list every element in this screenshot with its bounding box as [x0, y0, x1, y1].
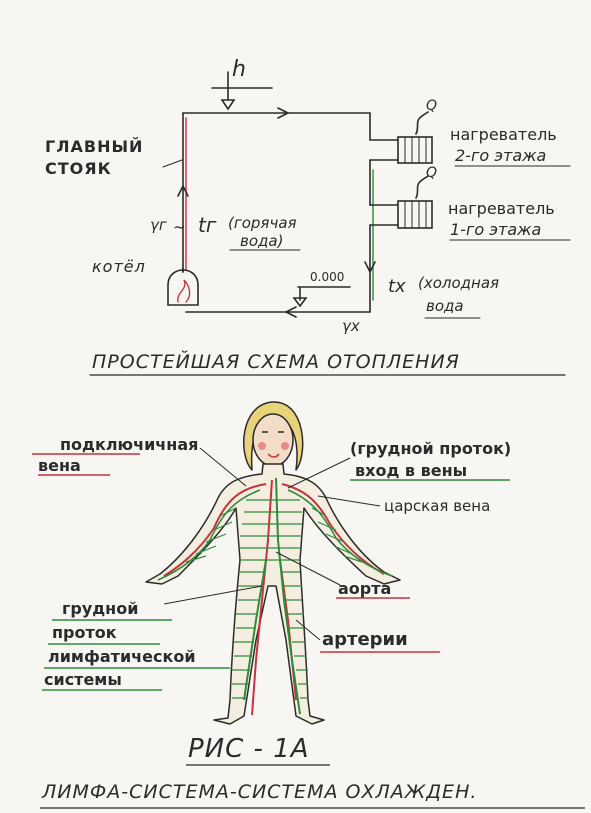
heater1-branch: [369, 204, 399, 226]
q-top-label: Q: [426, 98, 438, 114]
flow-arrow-down: [364, 261, 376, 274]
vein-arm-left: [163, 483, 267, 577]
figure-caption: ЛИМФА-СИСТЕМА-СИСТЕМА ОХЛАЖДЕН.: [42, 781, 478, 803]
boiler: [167, 269, 199, 306]
artery-main: [251, 479, 273, 716]
mouth: [267, 453, 280, 458]
heating-scheme: [89, 71, 571, 376]
heater2-radiator: [397, 136, 433, 164]
h-marker: [220, 99, 236, 111]
leader-lymph: [163, 585, 263, 605]
zero-level-label: 0.000: [310, 270, 345, 284]
leader-aorta: [275, 551, 341, 586]
lymph-leg-left: [243, 559, 267, 701]
hot-water-label-2: вода): [240, 232, 284, 250]
q-bottom-label: Q: [426, 165, 438, 181]
body-silhouette: [145, 463, 401, 725]
thoracic-duct-label-2: вход в вены: [355, 461, 468, 480]
leader-arteries: [295, 619, 321, 641]
heater2-fins: [404, 136, 427, 164]
heating-title: ПРОСТЕЙШАЯ СХЕМА ОТОПЛЕНИЯ: [92, 351, 460, 373]
heater2-heat-arrow: [415, 111, 429, 135]
face: [252, 413, 294, 467]
main-riser-label-1: ГЛАВНЫЙ: [45, 137, 144, 156]
lymph-duct-label-1: грудной: [62, 599, 139, 618]
royal-vein-label: царская вена: [384, 497, 491, 515]
aorta-label: аорта: [338, 579, 392, 598]
heater2-label-1: нагреватель: [450, 125, 557, 144]
supply-pipe-top: [182, 112, 371, 141]
heater2-branch: [369, 139, 399, 161]
arteries-label: артерии: [322, 629, 408, 650]
main-riser-label-2: СТОЯК: [45, 159, 112, 178]
leader-royal-vein: [317, 495, 381, 507]
riser-leader: [162, 159, 183, 168]
lymph-duct-label-3: лимфатической: [48, 647, 196, 666]
heater2-label-2: 2-го этажа: [455, 146, 547, 165]
flow-arrow-left: [284, 306, 297, 318]
heater1-label-1: нагреватель: [448, 199, 555, 218]
leader-duct: [287, 457, 351, 489]
leader-subclavian: [199, 447, 247, 487]
lymph-hatching: [185, 499, 363, 699]
t-g-label: tг: [198, 213, 217, 237]
zero-level-marker: [292, 297, 308, 308]
heater1-heat-arrow: [415, 175, 429, 199]
hot-water-label-1: (горячая: [228, 214, 297, 232]
figure-label: РИС - 1А: [188, 734, 310, 764]
flow-arrow-top: [277, 107, 290, 119]
heater1-label-2: 1-го этажа: [450, 220, 542, 239]
tilde-label: ~: [173, 218, 186, 236]
t-x-label: tх: [388, 276, 406, 297]
subclavian-label-1: подключичная: [60, 435, 199, 454]
cold-water-label-2: вода: [426, 297, 464, 315]
right-cheek: [281, 442, 289, 450]
lymph-trunk: [275, 477, 301, 715]
h-label: h: [232, 57, 246, 82]
lymph-duct-label-4: системы: [44, 670, 122, 689]
boiler-label: котёл: [92, 257, 146, 276]
human-figure: [32, 401, 585, 809]
boiler-flame: [177, 279, 191, 303]
flow-arrow-up: [177, 184, 189, 197]
gamma-g-label: γг: [150, 216, 167, 234]
left-cheek: [258, 442, 266, 450]
thoracic-duct-label-1: (грудной проток): [350, 439, 512, 458]
lymph-duct-label-2: проток: [52, 623, 117, 642]
h-dimension-line: [211, 71, 273, 101]
underline-subclavian: [32, 453, 140, 476]
gamma-x-label: γх: [342, 317, 360, 335]
underline-lymph: [42, 619, 230, 691]
cold-water-label-1: (холодная: [418, 274, 500, 292]
vein-arm-right: [281, 483, 385, 575]
subclavian-label-2: вена: [38, 456, 81, 475]
heater1-radiator: [397, 200, 433, 229]
heater1-fins: [404, 200, 427, 229]
